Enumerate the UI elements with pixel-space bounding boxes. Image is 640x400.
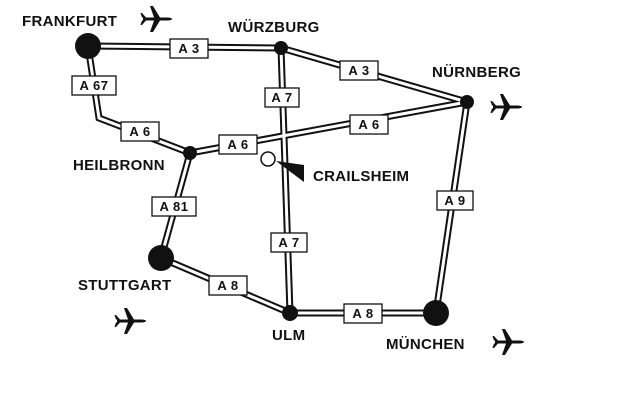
- airplane-icon: [492, 329, 524, 355]
- shield-label: A 67: [80, 78, 109, 93]
- road-network: [84, 42, 471, 317]
- shield-label: A 81: [160, 199, 189, 214]
- shield-a3-east: A 3: [339, 60, 379, 81]
- crailsheim-pointer-icon: [276, 161, 304, 182]
- shield-label: A 6: [227, 137, 248, 152]
- shield-label: A 8: [217, 278, 238, 293]
- shield-label: A 6: [358, 117, 379, 132]
- shield-a9: A 9: [436, 190, 474, 211]
- city-label-wuerzburg: WÜRZBURG: [228, 19, 320, 36]
- heilbronn-marker: [183, 146, 197, 160]
- shield-a67: A 67: [71, 75, 117, 96]
- highway-shields: A 3 A 3 A 67 A 6 A 6 A 6 A 7 A 7: [71, 38, 474, 324]
- shield-label: A 3: [348, 63, 369, 78]
- city-markers: [75, 33, 474, 326]
- city-label-stuttgart: STUTTGART: [78, 277, 172, 294]
- airplane-icon: [140, 6, 172, 32]
- shield-label: A 7: [271, 90, 292, 105]
- shield-a3-west: A 3: [169, 38, 209, 59]
- shield-a8-west: A 8: [208, 275, 248, 296]
- shield-a6-west: A 6: [120, 121, 160, 142]
- shield-a7-north: A 7: [264, 87, 300, 108]
- shield-a6-east: A 6: [349, 114, 389, 135]
- city-label-frankfurt: FRANKFURT: [22, 13, 117, 30]
- city-label-nuernberg: NÜRNBERG: [432, 64, 521, 81]
- wuerzburg-marker: [274, 41, 288, 55]
- city-label-ulm: ULM: [272, 327, 305, 344]
- shield-label: A 3: [178, 41, 199, 56]
- shield-a7-south: A 7: [270, 232, 308, 253]
- ulm-marker: [282, 305, 298, 321]
- stuttgart-marker: [148, 245, 174, 271]
- city-label-crailsheim: CRAILSHEIM: [313, 168, 409, 185]
- shield-label: A 8: [352, 306, 373, 321]
- shield-a81: A 81: [151, 196, 197, 217]
- nuernberg-marker: [460, 95, 474, 109]
- crailsheim-marker: [260, 151, 276, 167]
- shield-a6-center: A 6: [218, 134, 258, 155]
- shield-label: A 7: [278, 235, 299, 250]
- frankfurt-marker: [75, 33, 101, 59]
- shield-label: A 6: [129, 124, 150, 139]
- shield-label: A 9: [444, 193, 465, 208]
- road-a8: [157, 254, 440, 317]
- airplane-icon: [114, 308, 146, 334]
- shield-a8-east: A 8: [343, 303, 383, 324]
- city-label-heilbronn: HEILBRONN: [73, 157, 165, 174]
- muenchen-marker: [423, 300, 449, 326]
- airplane-icon: [490, 94, 522, 120]
- city-labels: FRANKFURT WÜRZBURG NÜRNBERG HEILBRONN CR…: [22, 13, 521, 353]
- city-label-muenchen: MÜNCHEN: [386, 336, 465, 353]
